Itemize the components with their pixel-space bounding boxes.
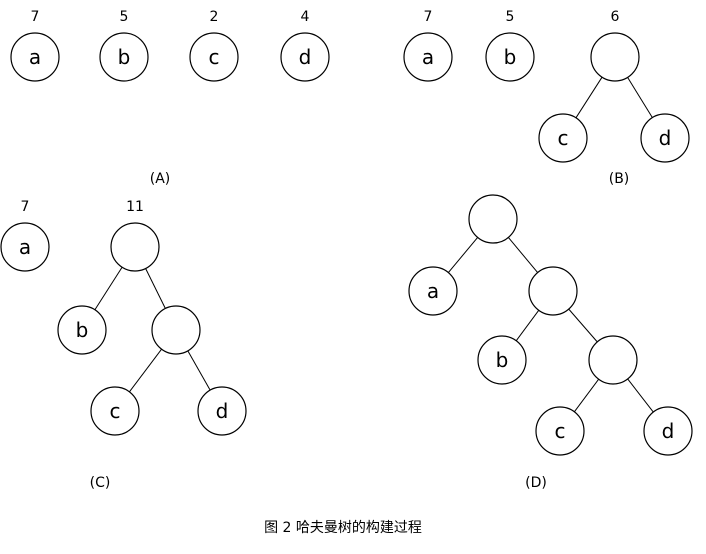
panel-c-node-d [197, 386, 247, 436]
panel-d-node-n6 [588, 335, 638, 385]
panel-c-node-n11 [110, 222, 160, 272]
panel-d-edge-root-a [447, 237, 479, 273]
panel-c-node-c-label: c [110, 399, 121, 423]
panel-a-node-d-label: d [299, 45, 312, 69]
panel-b-node-b-weight: 5 [506, 9, 515, 25]
panel-a-caption: (A) [150, 171, 171, 187]
panel-d-node-b [477, 335, 527, 385]
panel-b-node-a-label: a [422, 45, 434, 69]
panel-d-node-c-label: c [555, 419, 566, 443]
panel-d-edge-n11-n6 [568, 308, 598, 343]
panel-c-node-a-weight: 7 [21, 199, 30, 215]
panel-c-caption: (C) [90, 475, 111, 491]
panel-c-edge-n11-n6 [145, 268, 166, 309]
panel-d-node-c [535, 406, 585, 456]
panel-b-edge-n6-d [627, 77, 653, 118]
panel-a-node-c [189, 32, 239, 82]
panel-d-edge-n6-c [573, 378, 600, 413]
panel-b: a 7 b 5 6 c d [403, 9, 690, 163]
panel-d-node-a-label: a [427, 279, 439, 303]
panel-b-node-n6-weight: 6 [611, 9, 620, 25]
panel-d-edge-root-n11 [507, 237, 539, 273]
panel-b-node-a [403, 32, 453, 82]
panel-d: a b c d [408, 194, 693, 456]
panel-d-caption: (D) [525, 475, 547, 491]
panel-a-node-c-label: c [209, 45, 220, 69]
panel-c: a 7 11 b c d [0, 199, 247, 436]
panel-c-node-a-label: a [19, 235, 31, 259]
panel-d-node-a [408, 266, 458, 316]
panel-d-node-d-label: d [662, 419, 675, 443]
panel-a-node-a-weight: 7 [31, 9, 40, 25]
panel-a-node-b-weight: 5 [120, 9, 129, 25]
panel-b-caption: (B) [609, 171, 630, 187]
panel-a-node-c-weight: 2 [210, 9, 219, 25]
panel-c-node-b-label: b [76, 318, 89, 342]
panel-d-edge-n11-b [515, 310, 540, 341]
panel-c-edge-n11-b [94, 266, 123, 311]
panel-c-node-a [0, 222, 50, 272]
panel-b-node-n6 [590, 32, 640, 82]
panel-c-node-d-label: d [216, 399, 229, 423]
panel-c-edge-n6-c [129, 348, 162, 393]
panel-a-node-a-label: a [29, 45, 41, 69]
panel-b-node-c-label: c [558, 126, 569, 150]
panel-a-node-b-label: b [118, 45, 131, 69]
panel-d-edge-n6-d [627, 378, 654, 413]
panel-b-node-c [538, 113, 588, 163]
panel-b-node-b [485, 32, 535, 82]
panel-b-node-b-label: b [504, 45, 517, 69]
figure-caption: 图 2 哈夫曼树的构建过程 [264, 520, 422, 536]
panel-b-node-d-label: d [659, 126, 672, 150]
panel-d-node-b-label: b [496, 348, 509, 372]
panel-c-edge-n6-d [187, 350, 211, 391]
panel-c-node-n11-weight: 11 [126, 199, 144, 215]
panel-b-node-d [640, 113, 690, 163]
panel-d-node-d [643, 406, 693, 456]
panel-b-node-a-weight: 7 [424, 9, 433, 25]
panel-c-node-c [90, 386, 140, 436]
panel-d-node-root [468, 194, 518, 244]
panel-a-node-a [10, 32, 60, 82]
panel-c-node-n6 [151, 305, 201, 355]
panel-d-node-n11 [528, 266, 578, 316]
panel-a-node-b [99, 32, 149, 82]
panel-c-node-b [57, 305, 107, 355]
panel-b-edge-n6-c [575, 76, 603, 119]
panel-a-node-d-weight: 4 [301, 9, 310, 25]
panel-a: a 7 b 5 c 2 d 4 [10, 9, 330, 82]
panel-a-node-d [280, 32, 330, 82]
